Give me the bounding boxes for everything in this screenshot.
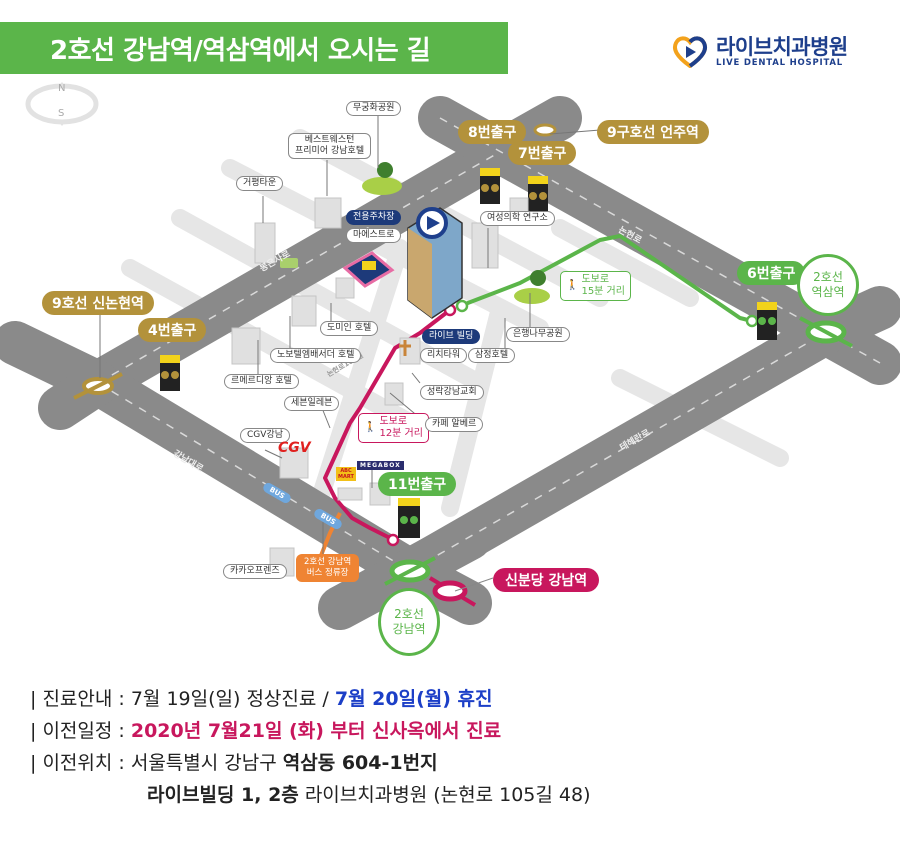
walking-person-icon: 🚶: [566, 280, 579, 291]
notice-location-city: 서울특별시 강남구: [130, 752, 283, 774]
logo-name-en: LIVE DENTAL HOSPITAL: [716, 58, 843, 68]
notice-hours-label: | 진료안내 :: [30, 688, 131, 710]
landmark-womens-clinic: 여성의학 연구소: [480, 211, 555, 226]
bus-stop-line1: 2호선 강남역: [304, 557, 352, 567]
live-building-icon: [407, 207, 463, 319]
station-label-sinbundang: 신분당 강남역: [493, 568, 600, 592]
station-callout-yeoksam: 2호선 역삼역: [797, 254, 859, 316]
notice-schedule-label: | 이전일정 :: [30, 720, 131, 742]
notice-location-label: | 이전위치 :: [30, 752, 131, 774]
gangnam-line: 2호선: [394, 607, 424, 621]
road-network: [0, 82, 900, 630]
gangnam-name: 강남역: [392, 622, 426, 636]
exit-pillar-7: [528, 176, 548, 212]
landmark-ginkgo-park: 은행나무공원: [506, 327, 570, 342]
notice-location: | 이전위치 : 서울특별시 강남구 역삼동 604-1번지: [30, 747, 591, 779]
notice-schedule: | 이전일정 : 2020년 7월21일 (화) 부터 신사옥에서 진료: [30, 715, 591, 747]
best-western-l1: 베스트웨스턴: [304, 135, 355, 145]
hospital-logo: 라이브치과병원 LIVE DENTAL HOSPITAL: [672, 36, 848, 68]
walking-person-icon: 🚶: [364, 422, 377, 433]
landmark-samjeong-hotel: 삼정호텔: [468, 348, 516, 363]
station-callout-gangnam: 2호선 강남역: [378, 588, 440, 656]
landmark-kakao-friends: 카카오프렌즈: [223, 564, 287, 579]
walk-gangnam-l1: 도보로: [379, 416, 408, 427]
landmark-seven-eleven: 세븐일레븐: [284, 396, 340, 411]
megabox-sign: MEGABOX: [357, 461, 404, 470]
notice-location-building: 라이브빌딩 1, 2층: [147, 784, 299, 806]
bus-stop-line2: 버스 정류장: [306, 568, 349, 578]
walk-yeoksam-l2: 15분 거리: [581, 286, 625, 297]
landmark-novotel: 노보텔엠배서더 호텔: [270, 348, 362, 363]
landmark-seongnak-church: 성락강남교회: [420, 385, 484, 400]
notice-section: | 진료안내 : 7월 19일(일) 정상진료 / 7월 20일(월) 휴진 |…: [30, 683, 591, 811]
logo-heart-play-icon: [672, 36, 708, 68]
notice-location-address: 역삼동 604-1번지: [282, 752, 438, 774]
exit-label-8: 8번출구: [458, 120, 527, 144]
compass-north: N: [58, 83, 66, 94]
best-western-l2: 프리미어 강남호텔: [295, 146, 365, 156]
landmark-live-building: 라이브 빌딩: [422, 329, 481, 344]
landmark-le-meridien: 르메르디앙 호텔: [224, 374, 299, 389]
location-map: 봉은사로 강남대로 테헤란로 논현로 논현로105길 9호선 신논현역 4번출구…: [0, 78, 900, 668]
landmark-mugunghwa-park: 무궁화공원: [346, 101, 402, 116]
exit-label-11: 11번출구: [378, 472, 457, 496]
landmark-maestro: 마에스트로: [346, 228, 402, 243]
bus-stop-label: 2호선 강남역 버스 정류장: [296, 554, 360, 582]
landmark-dormy-inn: 도미인 호텔: [320, 321, 379, 336]
notice-location-hospital: 라이브치과병원 (논현로 105길 48): [298, 784, 591, 806]
ginkgo-park-icon: [514, 270, 550, 304]
landmark-best-western: 베스트웨스턴 프리미어 강남호텔: [288, 133, 372, 159]
station-marker-sinnonhyeon: [73, 372, 123, 400]
logo-name-ko: 라이브치과병원: [716, 35, 848, 59]
station-marker-yeoksam: [799, 316, 853, 348]
station-label-eonju: 9구호선 언주역: [597, 120, 709, 144]
landmark-cgv-gangnam: CGV강남: [240, 428, 290, 443]
exit-pillar-11: [398, 498, 420, 538]
page-title: 2호선 강남역/역삼역에서 오시는 길: [50, 35, 431, 66]
walk-gangnam-l2: 12분 거리: [379, 428, 423, 439]
landmark-parking: 전용주차장: [346, 210, 402, 225]
abc-mart-sign: ABC MART: [336, 467, 356, 481]
walk-yeoksam-l1: 도보로: [581, 274, 610, 285]
exit-label-7: 7번출구: [508, 141, 577, 165]
notice-hours-text: 7월 19일(일) 정상진료 /: [130, 688, 335, 710]
exit-pillar-8: [480, 168, 500, 204]
church-icon: [399, 340, 411, 356]
yeoksam-line: 2호선: [813, 270, 843, 284]
compass-icon: [25, 82, 99, 126]
station-marker-eonju: [533, 123, 557, 137]
yeoksam-name: 역삼역: [811, 285, 845, 299]
station-marker-sinbundang: [428, 576, 494, 607]
mugunghwa-park-icon: [362, 162, 402, 195]
landmark-rich-tower: 리치타워: [420, 348, 468, 363]
landmark-cafe-albero: 카페 알베르: [425, 417, 484, 432]
exit-label-4: 4번출구: [138, 318, 207, 342]
exit-pillar-6: [757, 302, 777, 340]
cgv-sign: CGV: [278, 440, 311, 456]
notice-hours-closed: 7월 20일(월) 휴진: [334, 688, 493, 710]
notice-schedule-text: 2020년 7월21일 (화) 부터 신사옥에서 진료: [130, 720, 502, 742]
exit-label-6: 6번출구: [737, 261, 806, 285]
compass-south: S: [58, 108, 65, 119]
notice-location-line2: 라이브빌딩 1, 2층 라이브치과병원 (논현로 105길 48): [30, 779, 591, 811]
notice-hours: | 진료안내 : 7월 19일(일) 정상진료 / 7월 20일(월) 휴진: [30, 683, 591, 715]
page-title-banner: 2호선 강남역/역삼역에서 오시는 길: [0, 22, 508, 74]
station-label-sinnonhyeon: 9호선 신논현역: [42, 291, 154, 315]
station-marker-gangnam: [384, 556, 436, 586]
landmark-georyeong-town: 거평타운: [236, 176, 284, 191]
exit-pillar-4: [160, 355, 180, 391]
